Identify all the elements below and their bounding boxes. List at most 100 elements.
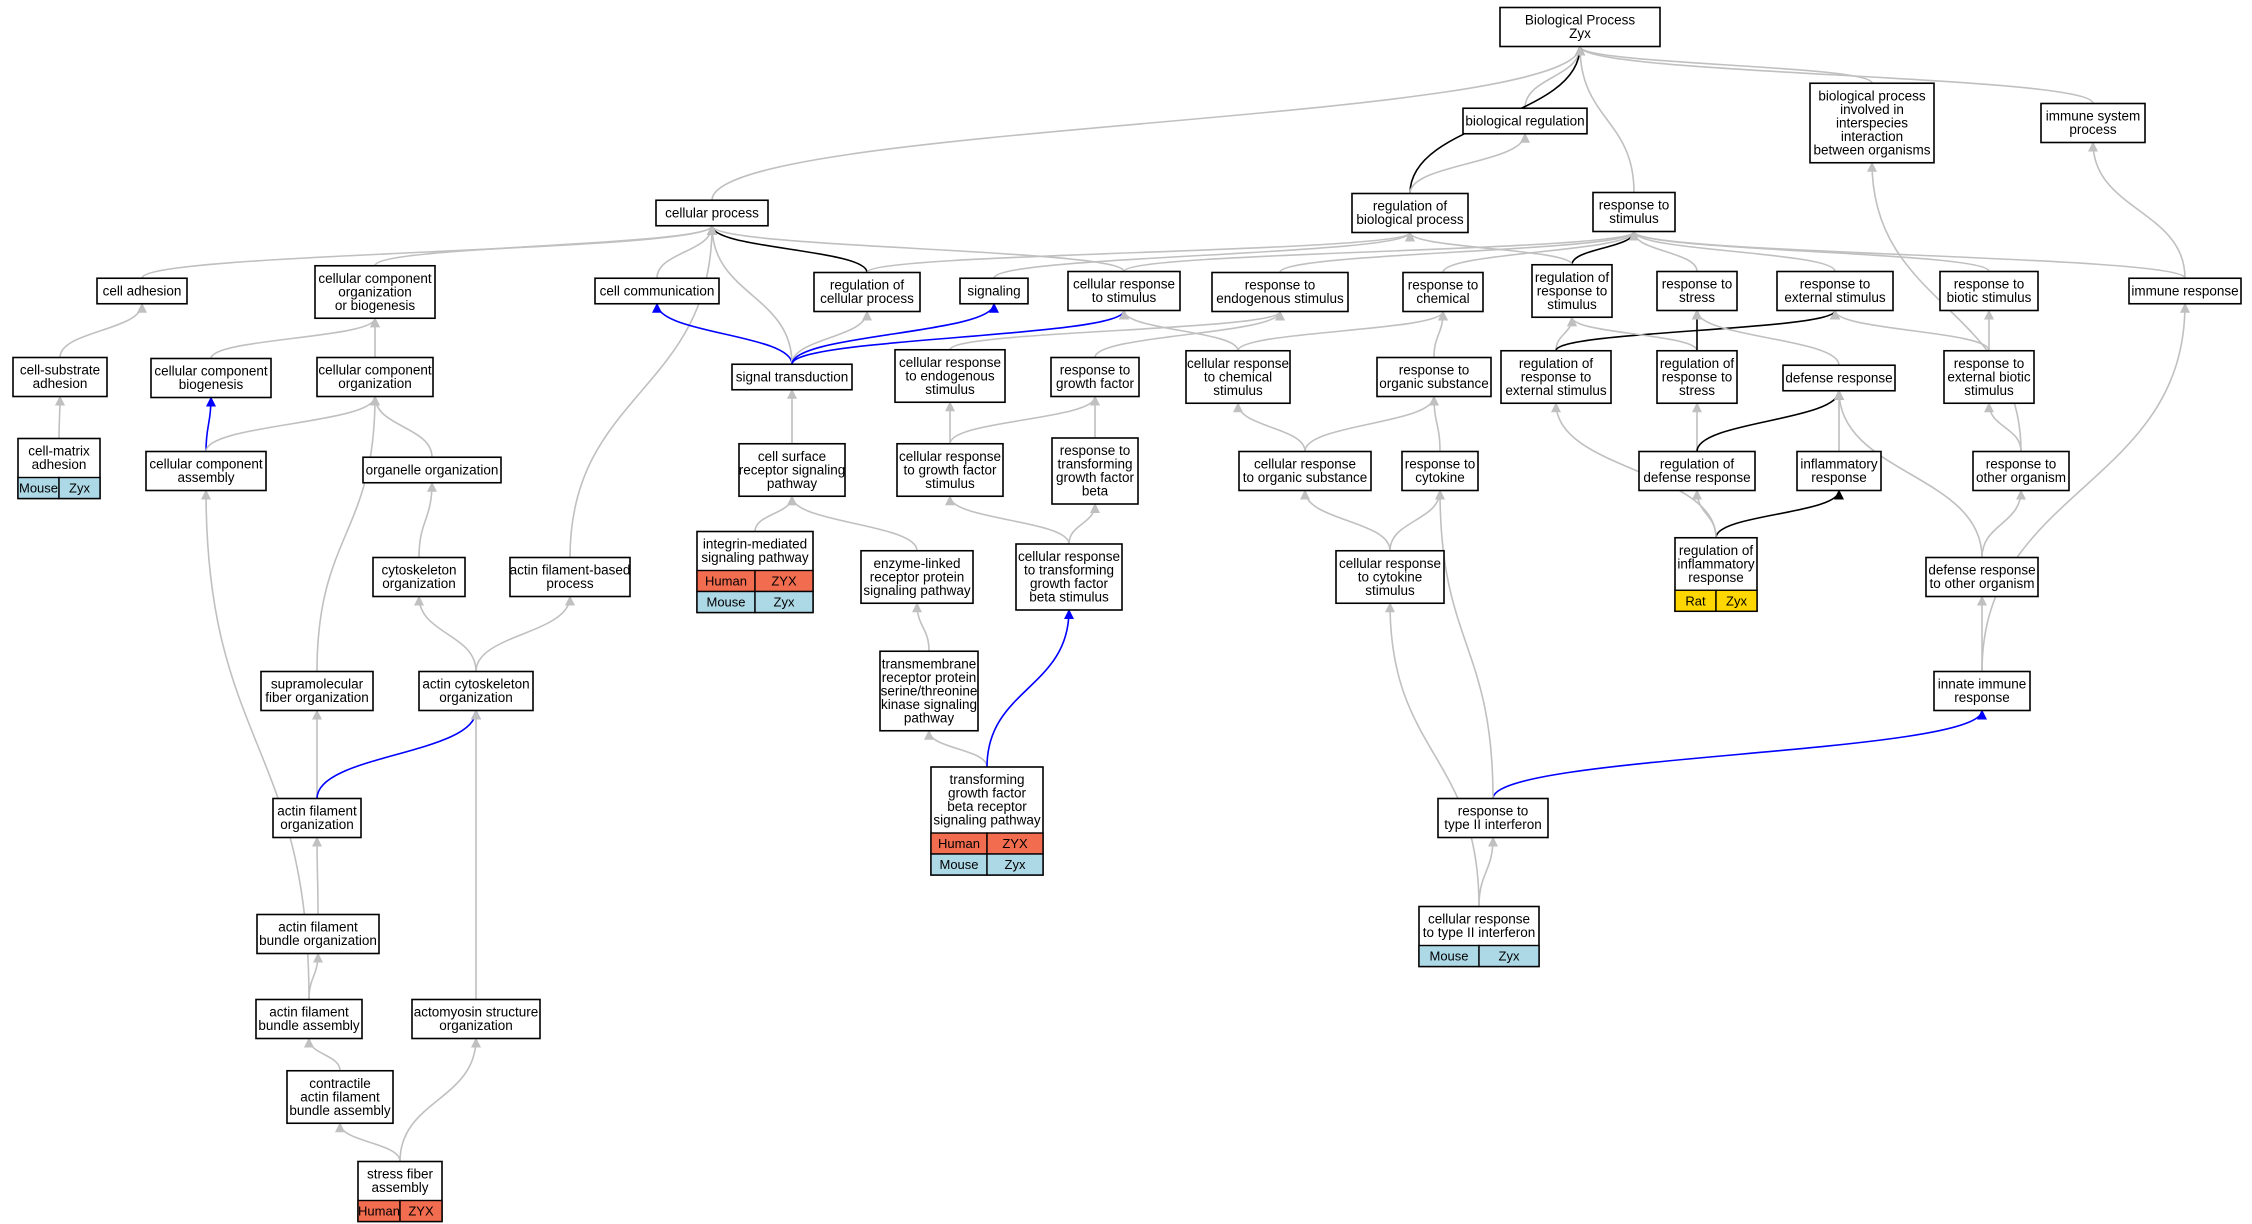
node-box (1351, 192, 1469, 234)
node-box (738, 442, 846, 498)
edge-is-a (1237, 310, 1448, 352)
edge-is-a (707, 224, 793, 365)
node-label-line: cellular response (1073, 277, 1175, 292)
node-label-line: bundle assembly (289, 1103, 391, 1118)
node-label-line: response to (1662, 369, 1733, 384)
go-term-node-sig-trans[interactable]: signal transduction (731, 363, 853, 391)
go-term-node-signaling[interactable]: signaling (959, 277, 1029, 305)
edge-is-a (1575, 45, 1635, 193)
node-label-line: organization (338, 376, 412, 391)
go-term-node-biol-reg[interactable]: biological regulation (1462, 107, 1588, 135)
node-label-line: integrin-mediated (703, 537, 807, 552)
node-label-line: cellular response (1254, 457, 1356, 472)
node-label-line: cytokine (1415, 470, 1465, 485)
node-label-line: cell communication (600, 283, 715, 298)
edge-regulates (1555, 309, 1840, 352)
edge-is-a (787, 495, 918, 551)
go-term-node-defense[interactable]: defense response (1782, 364, 1896, 392)
node-label-line: signaling pathway (933, 813, 1041, 828)
node-label-line: to organic substance (1243, 470, 1368, 485)
go-term-node-immune-resp[interactable]: immune response (2128, 277, 2242, 305)
edge-is-a (1442, 230, 1639, 273)
edge-part-of (652, 302, 793, 365)
edge-is-a (399, 1037, 481, 1162)
node-label-line: beta receptor (947, 799, 1027, 814)
edge-is-a (335, 1122, 401, 1162)
node-label-line: stress (1679, 383, 1715, 398)
node-box (1796, 450, 1882, 492)
node-box (1656, 349, 1738, 405)
go-term-node-organelle-org[interactable]: organelle organization (362, 456, 502, 484)
go-term-node-cell-comm[interactable]: cell communication (594, 277, 720, 305)
go-term-node-cell-adh[interactable]: cell adhesion (96, 277, 188, 305)
edge-is-a (1567, 316, 1698, 352)
node-label-line: to endogenous (905, 368, 995, 383)
gene-cell (1715, 589, 1758, 612)
node-label-line: immune response (2131, 283, 2238, 298)
gene-label: ZYX (408, 1204, 434, 1219)
node-label-line: receptor protein (882, 670, 977, 685)
node-box (2128, 277, 2242, 305)
node-box (272, 797, 362, 839)
node-box (1462, 107, 1588, 135)
node-box (150, 357, 272, 399)
edge-is-a (2088, 141, 2186, 279)
go-term-node-cell-proc[interactable]: cellular process (655, 199, 769, 227)
